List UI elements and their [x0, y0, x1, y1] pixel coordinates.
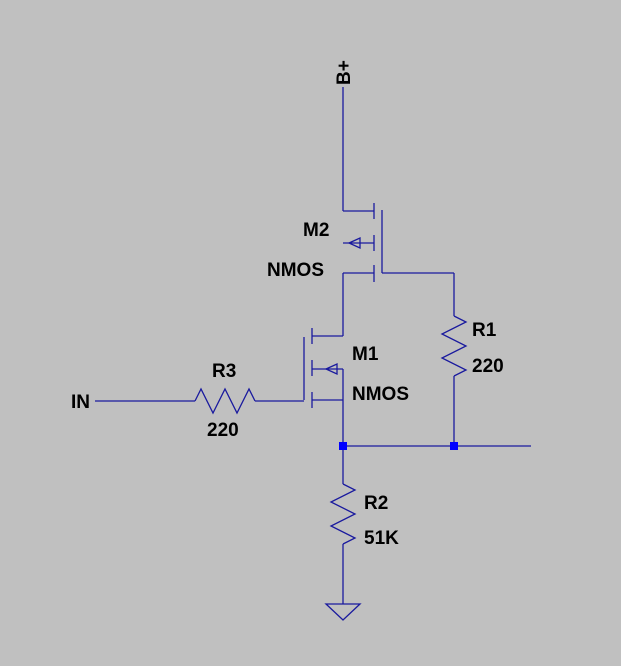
- m2-name: M2: [303, 220, 329, 241]
- supply-label: B+: [334, 60, 355, 85]
- r1-value: 220: [472, 356, 504, 377]
- m1-transistor[interactable]: [303, 328, 344, 446]
- m2-body-arrow: [347, 236, 361, 250]
- r2-value: 51K: [364, 528, 399, 549]
- r3-resistor[interactable]: [194, 387, 256, 415]
- m2-value: NMOS: [267, 260, 324, 281]
- r1-resistor[interactable]: [440, 315, 468, 377]
- m1-body-arrow: [324, 362, 338, 376]
- r3-name: R3: [212, 361, 236, 382]
- m2-transistor[interactable]: [343, 203, 383, 282]
- supply-net[interactable]: [342, 87, 374, 212]
- r2-resistor[interactable]: [329, 483, 357, 545]
- m2-gate-net[interactable]: [382, 272, 455, 316]
- m2-m1-net[interactable]: [312, 273, 344, 337]
- junction-dot: [450, 442, 458, 450]
- r1-name: R1: [472, 320, 497, 341]
- m1-value: NMOS: [352, 384, 409, 405]
- m1-name: M1: [352, 344, 379, 365]
- ground-icon: [324, 603, 362, 621]
- r3-value: 220: [207, 420, 239, 441]
- junction-dot: [339, 442, 347, 450]
- r2-name: R2: [364, 493, 388, 514]
- input-label: IN: [71, 392, 90, 413]
